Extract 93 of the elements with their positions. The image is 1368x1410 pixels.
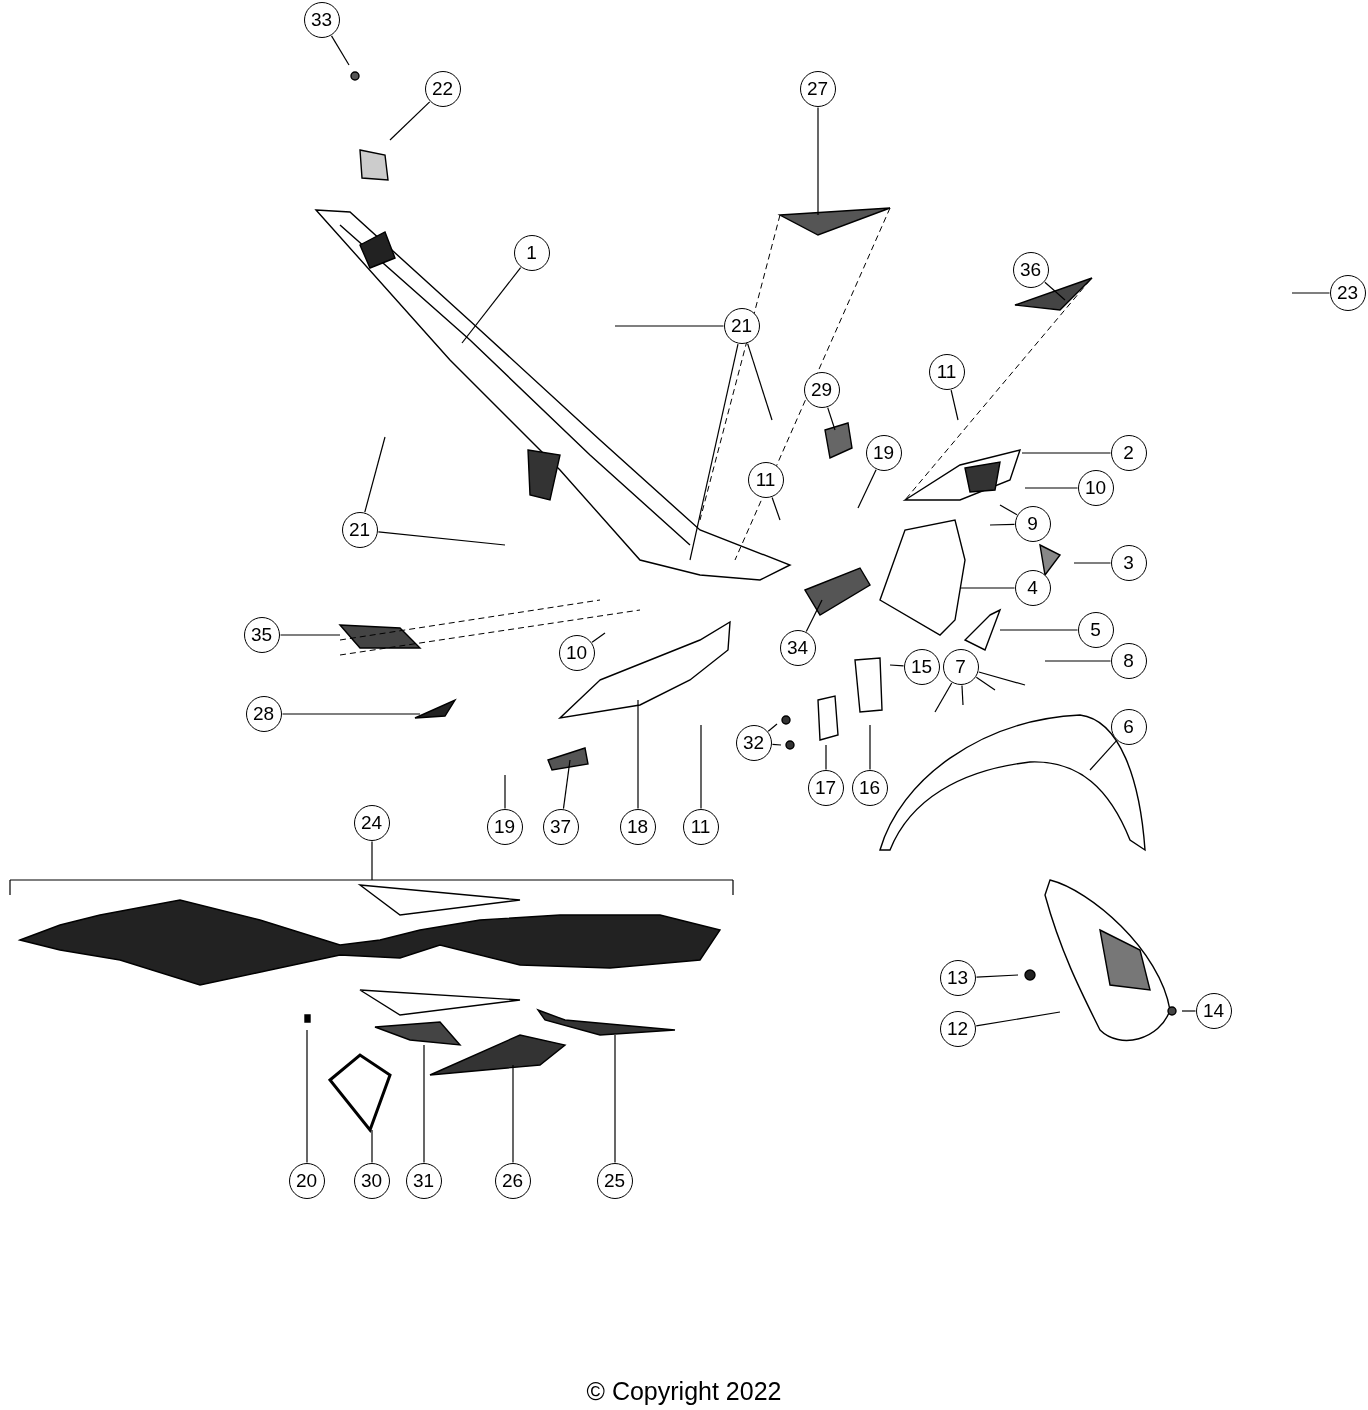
leader-line	[364, 436, 386, 513]
callout-number: 30	[353, 1162, 390, 1199]
leader-line	[1181, 1010, 1197, 1012]
callout-number: 25	[596, 1162, 633, 1199]
callout-number: 4	[1014, 569, 1051, 606]
leader-line	[827, 407, 836, 431]
leader-line	[747, 343, 773, 421]
leader-line	[817, 106, 819, 216]
leader-line	[1024, 487, 1079, 489]
leader-line	[767, 723, 778, 732]
callout-number: 36	[1012, 251, 1049, 288]
leader-line	[934, 682, 953, 713]
callout-number: 11	[747, 461, 784, 498]
leader-line	[857, 469, 877, 509]
leader-line	[961, 684, 964, 706]
callout-number: 19	[486, 808, 523, 845]
callout-number: 29	[803, 371, 840, 408]
callout-number: 10	[1077, 469, 1114, 506]
leader-line	[614, 1034, 616, 1164]
callout-number: 13	[939, 959, 976, 996]
callout-number: 6	[1110, 708, 1147, 745]
leader-line	[1291, 292, 1331, 294]
leader-line	[889, 664, 905, 667]
callout-number: 21	[341, 511, 378, 548]
leader-line	[1021, 452, 1112, 454]
leader-line	[371, 840, 373, 881]
callout-number: 20	[288, 1162, 325, 1199]
leader-line	[978, 671, 1026, 686]
leader-line	[614, 325, 725, 327]
leader-line	[869, 724, 871, 771]
leader-line	[950, 389, 959, 421]
leader-line	[562, 759, 571, 810]
leader-line	[975, 1011, 1061, 1027]
leader-line	[805, 599, 823, 633]
callout-number: 26	[494, 1162, 531, 1199]
callout-number: 2	[1110, 434, 1147, 471]
leader-line	[1044, 660, 1112, 662]
leader-line	[279, 634, 341, 636]
callout-number: 1	[513, 234, 550, 271]
leader-line	[389, 101, 431, 141]
leader-line	[423, 1044, 425, 1164]
leader-line	[975, 676, 996, 691]
leader-line	[1089, 740, 1118, 771]
callout-number: 7	[942, 648, 979, 685]
leader-line	[461, 267, 522, 344]
callout-number: 21	[723, 307, 760, 344]
callout-number: 24	[353, 804, 390, 841]
leader-line	[989, 523, 1016, 526]
leader-line	[771, 496, 781, 521]
callout-number: 12	[939, 1010, 976, 1047]
callout-number: 19	[865, 434, 902, 471]
callout-number: 18	[619, 808, 656, 845]
callout-number: 35	[243, 616, 280, 653]
leader-line	[377, 531, 506, 546]
copyright-note: © Copyright 2022	[585, 1377, 783, 1406]
leader-line	[330, 35, 350, 66]
leader-line	[591, 632, 606, 643]
callout-number: 5	[1077, 611, 1114, 648]
leader-line	[512, 1064, 514, 1164]
leader-line	[1044, 281, 1066, 301]
callout-number: 27	[799, 70, 836, 107]
leader-line	[825, 744, 827, 771]
callout-number: 16	[851, 769, 888, 806]
leader-line	[637, 699, 639, 810]
callout-number: 33	[303, 1, 340, 38]
leader-line	[975, 974, 1019, 978]
leader-line	[371, 1129, 373, 1164]
leader-line	[504, 774, 506, 810]
callout-number: 15	[903, 648, 940, 685]
leader-line	[700, 724, 702, 810]
callout-number: 10	[558, 634, 595, 671]
callout-number: 3	[1110, 544, 1147, 581]
callout-number: 22	[424, 70, 461, 107]
callout-number: 34	[779, 629, 816, 666]
callout-number: 14	[1195, 992, 1232, 1029]
callout-number: 31	[405, 1162, 442, 1199]
callout-number: 32	[735, 724, 772, 761]
leader-line	[281, 713, 421, 715]
leader-line	[999, 504, 1018, 516]
callout-number: 17	[807, 769, 844, 806]
leader-line	[689, 343, 739, 561]
leader-line	[771, 743, 782, 746]
callout-number: 9	[1014, 505, 1051, 542]
callout-number: 37	[542, 808, 579, 845]
leader-line	[959, 587, 1016, 589]
leader-line	[999, 629, 1079, 631]
callout-number: 28	[245, 695, 282, 732]
callout-number: 11	[682, 808, 719, 845]
callout-number: 8	[1110, 642, 1147, 679]
leader-line	[306, 1029, 308, 1164]
callout-number: 23	[1329, 274, 1366, 311]
leader-line	[1073, 562, 1112, 564]
callout-number: 11	[928, 353, 965, 390]
